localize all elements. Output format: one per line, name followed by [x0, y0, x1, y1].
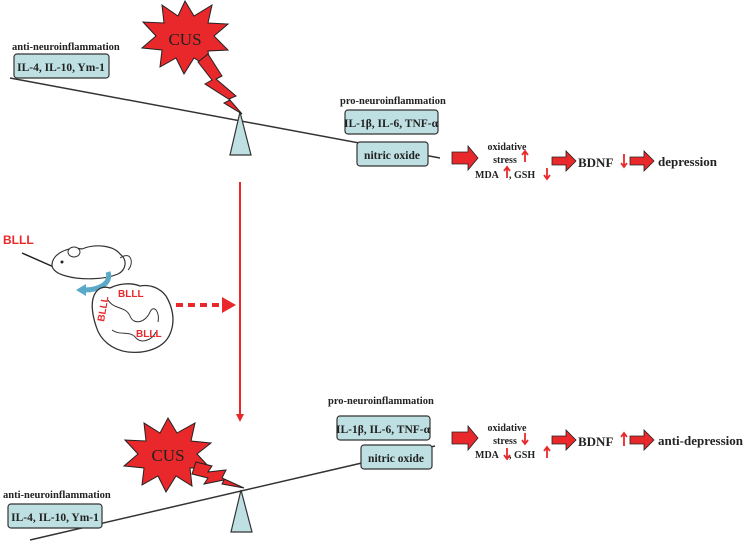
bottom-pro-box-1-text: IL-1β, IL-6, TNF-α — [336, 424, 431, 436]
top-cus-label: CUS — [168, 30, 201, 49]
top-gsh-text: , GSH — [509, 170, 535, 181]
intestine-icon — [91, 283, 174, 354]
top-gsh-down-arrow-icon — [543, 168, 551, 181]
bottom-lightning-icon — [191, 461, 245, 489]
bottom-bdnf-text: BDNF — [578, 434, 613, 449]
bottom-cus-label: CUS — [151, 446, 184, 465]
bottom-pro-box-1 — [336, 415, 431, 441]
bottom-stress-text: stress — [493, 436, 517, 447]
top-mda-text: MDA — [475, 170, 500, 181]
mouse-gut-illustration: BLLL BLLL BLLL BLLL — [3, 233, 236, 354]
top-bdnf-down-arrow-icon — [620, 154, 628, 169]
top-arrow-outcome — [629, 150, 655, 172]
dashed-arrow-head — [222, 297, 236, 313]
bottom-anti-box-text: IL-4, IL-10, Ym-1 — [11, 512, 99, 524]
top-stress-up-arrow-icon — [521, 149, 529, 162]
bottom-arrow-outcome — [629, 429, 655, 451]
intestine-loops — [107, 299, 159, 342]
mouse-eye — [60, 260, 64, 264]
top-bdnf-text: BDNF — [578, 155, 613, 170]
bottom-cus-burst-icon — [122, 416, 213, 494]
blue-curved-arrow-icon — [83, 271, 112, 293]
top-stress-text: stress — [493, 155, 517, 166]
bottom-fulcrum — [230, 489, 253, 533]
top-pro-box-1-text: IL-1β, IL-6, TNF-α — [344, 118, 439, 130]
bottom-bdnf-up-arrow-icon — [620, 431, 628, 446]
blll-main-label: BLLL — [3, 233, 34, 247]
bottom-gsh-up-arrow-icon — [543, 445, 551, 458]
top-pro-box-2 — [356, 141, 429, 167]
bottom-pro-box-2-text: nitric oxide — [368, 453, 424, 465]
bottom-anti-title: anti-neuroinflammation — [3, 490, 111, 501]
bottom-arrow-oxidative — [451, 424, 479, 452]
top-balance: CUS anti-neuroinflammation IL-4, IL-10, … — [9, 0, 718, 181]
blll-gut-label-2: BLLL — [96, 295, 111, 322]
blue-arrow-head — [76, 284, 86, 296]
top-pro-box-2-text: nitric oxide — [364, 150, 420, 162]
top-anti-title: anti-neuroinflammation — [12, 42, 120, 53]
top-lightning-icon — [197, 53, 243, 115]
bottom-mda-down-arrow-icon — [503, 448, 511, 461]
top-anti-box-text: IL-4, IL-10, Ym-1 — [17, 62, 105, 74]
top-pro-title: pro-neuroinflammation — [340, 96, 446, 107]
bottom-balance: CUS anti-neuroinflammation IL-4, IL-10, … — [3, 396, 744, 541]
top-mda-up-arrow-icon — [503, 165, 511, 178]
blll-gut-label-3: BLLL — [136, 329, 162, 340]
bottom-anti-box — [7, 503, 103, 529]
top-oxidative-text: oxidative — [488, 142, 527, 153]
bottom-outcome-text: anti-depression — [658, 433, 744, 448]
bottom-stress-down-arrow-icon — [521, 433, 529, 446]
bottom-mda-text: MDA — [475, 450, 500, 461]
bottom-arrow-bdnf — [551, 429, 577, 451]
top-anti-box — [13, 53, 110, 79]
top-pro-box-1 — [344, 109, 439, 135]
bottom-oxidative-text: oxidative — [488, 423, 527, 434]
blll-gut-label-1: BLLL — [118, 289, 144, 300]
bottom-pro-box-2 — [360, 444, 433, 470]
bottom-gsh-text: , GSH — [509, 450, 535, 461]
top-fulcrum — [229, 111, 252, 156]
top-outcome-text: depression — [658, 154, 718, 169]
top-arrow-oxidative — [451, 144, 479, 172]
top-arrow-bdnf — [551, 150, 577, 172]
bottom-pro-title: pro-neuroinflammation — [328, 396, 434, 407]
gavage-needle — [21, 252, 57, 269]
mouse-ear — [67, 246, 81, 258]
mouse-tail — [119, 255, 132, 271]
